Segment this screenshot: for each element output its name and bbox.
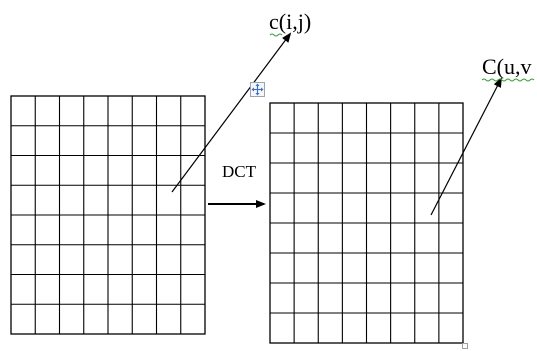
input-block-grid: [10, 95, 206, 335]
move-arrows-icon: [251, 83, 264, 96]
coefficient-label: C(u,v: [482, 54, 532, 79]
spellcheck-squiggle-2: [481, 78, 535, 82]
coefficient-pointer-arrow: [430, 77, 502, 216]
transform-label: DCT: [222, 162, 257, 181]
resize-handle-icon[interactable]: [462, 343, 468, 349]
pixel-label: c(i,j): [269, 9, 311, 34]
pixel-pointer-arrow: [171, 32, 292, 193]
spellcheck-squiggle: [269, 33, 283, 37]
four-way-move-icon[interactable]: [250, 82, 265, 97]
dct-coefficient-grid: [269, 102, 464, 344]
